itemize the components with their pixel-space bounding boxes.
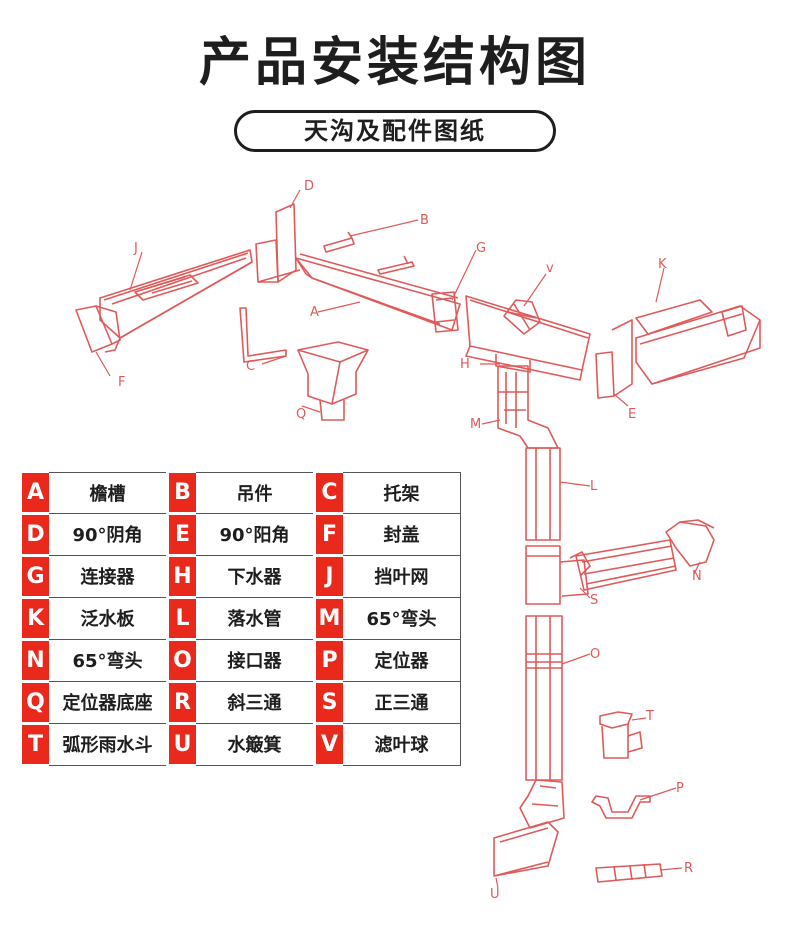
label-v: v — [546, 261, 554, 276]
label-l: L — [590, 479, 598, 494]
bottom-elbow-part — [519, 779, 565, 829]
external-corner-part — [595, 319, 633, 399]
legend-key: D — [22, 513, 49, 557]
legend-key: U — [169, 723, 196, 767]
label-d: D — [304, 179, 314, 194]
part-labels: D B J G v K A F C H Q E M L N S O T P R … — [118, 179, 702, 902]
downpipe-upper-part — [525, 447, 561, 541]
legend-name: 水簸箕 — [196, 723, 313, 766]
legend-key: N — [22, 639, 49, 683]
downpipe-lower-part — [525, 615, 563, 781]
legend-name: 90°阳角 — [196, 513, 313, 556]
legend-row: Q 定位器底座 R 斜三通 S 正三通 — [22, 681, 461, 725]
label-a: A — [310, 305, 319, 320]
legend-row: K 泛水板 L 落水管 M 65°弯头 — [22, 597, 461, 641]
legend-name: 65°弯头 — [49, 639, 166, 682]
legend-key: B — [169, 472, 196, 515]
gutter-leaf-guard-part — [99, 249, 253, 353]
label-e: E — [628, 407, 636, 422]
label-u: U — [490, 887, 500, 902]
label-g: G — [476, 241, 486, 256]
page-title: 产品安装结构图 — [198, 33, 591, 93]
locator-part — [591, 795, 651, 819]
legend-key: O — [169, 639, 196, 683]
parts-legend-table: A 檐槽 B 吊件 C 托架 D 90°阴角 E 90°阳角 F 封盖 G 连接… — [22, 472, 461, 767]
legend-key: H — [169, 555, 196, 599]
legend-key: R — [169, 681, 196, 725]
label-o: O — [590, 647, 600, 662]
label-c: C — [246, 359, 255, 374]
legend-name: 定位器底座 — [49, 681, 166, 724]
subtitle-pill: 天沟及配件图纸 — [234, 110, 556, 152]
legend-name: 封盖 — [343, 513, 461, 556]
legend-name: 定位器 — [343, 639, 461, 682]
legend-name: 弧形雨水斗 — [49, 723, 166, 766]
label-s: T — [645, 709, 654, 724]
legend-key: V — [316, 723, 343, 767]
legend-key: S — [316, 681, 343, 725]
main-gutter-part — [295, 253, 461, 331]
legend-key: T — [22, 723, 49, 767]
legend-name: 吊件 — [196, 472, 313, 514]
legend-key: P — [316, 639, 343, 683]
end-cap-part — [75, 305, 121, 353]
legend-key: C — [316, 472, 343, 515]
legend-name: 落水管 — [196, 597, 313, 640]
leader-lines — [95, 189, 701, 889]
label-t: Q — [296, 407, 306, 422]
legend-name: 接口器 — [196, 639, 313, 682]
label-m: M — [470, 417, 481, 432]
tee-part — [599, 711, 643, 759]
hanger-part — [323, 231, 415, 275]
label-h: H — [460, 357, 470, 372]
legend-name: 挡叶网 — [343, 555, 461, 598]
elbow-top-part — [497, 365, 559, 449]
label-q: R — [684, 861, 693, 876]
legend-name: 滤叶球 — [343, 723, 461, 766]
legend-name: 檐槽 — [49, 472, 166, 514]
label-r: S — [590, 593, 598, 608]
legend-name: 90°阴角 — [49, 513, 166, 556]
legend-key: M — [316, 597, 343, 641]
label-j: J — [133, 241, 138, 256]
flashing-gutter-part — [635, 299, 761, 385]
label-k: K — [658, 257, 667, 272]
legend-key: K — [22, 597, 49, 641]
legend-row: N 65°弯头 O 接口器 P 定位器 — [22, 639, 461, 683]
water-shoe-part — [493, 821, 559, 877]
label-n: N — [692, 569, 702, 584]
label-b: B — [420, 213, 429, 228]
label-p: P — [676, 781, 684, 796]
legend-name: 托架 — [343, 472, 461, 514]
y-branch-part — [525, 545, 591, 605]
label-f: F — [118, 375, 125, 390]
legend-row: T 弧形雨水斗 U 水簸箕 V 滤叶球 — [22, 723, 461, 767]
legend-key: E — [169, 513, 196, 557]
internal-corner-part — [255, 203, 301, 283]
legend-name: 斜三通 — [196, 681, 313, 724]
legend-key: A — [22, 472, 49, 515]
bracket-part — [239, 307, 287, 363]
legend-key: Q — [22, 681, 49, 725]
locator-base-part — [595, 863, 663, 883]
legend-key: G — [22, 555, 49, 599]
legend-name: 泛水板 — [49, 597, 166, 640]
legend-key: J — [316, 555, 343, 599]
hopper-part — [297, 341, 369, 421]
branch-pipe-part — [575, 519, 715, 591]
legend-name: 连接器 — [49, 555, 166, 598]
legend-row: A 檐槽 B 吊件 C 托架 — [22, 472, 461, 515]
legend-key: F — [316, 513, 343, 557]
legend-name: 65°弯头 — [343, 597, 461, 640]
legend-name: 正三通 — [343, 681, 461, 724]
right-gutter-part — [465, 295, 591, 381]
connector-part — [431, 291, 459, 333]
legend-row: D 90°阴角 E 90°阳角 F 封盖 — [22, 513, 461, 557]
legend-name: 下水器 — [196, 555, 313, 598]
legend-key: L — [169, 597, 196, 641]
legend-row: G 连接器 H 下水器 J 挡叶网 — [22, 555, 461, 599]
